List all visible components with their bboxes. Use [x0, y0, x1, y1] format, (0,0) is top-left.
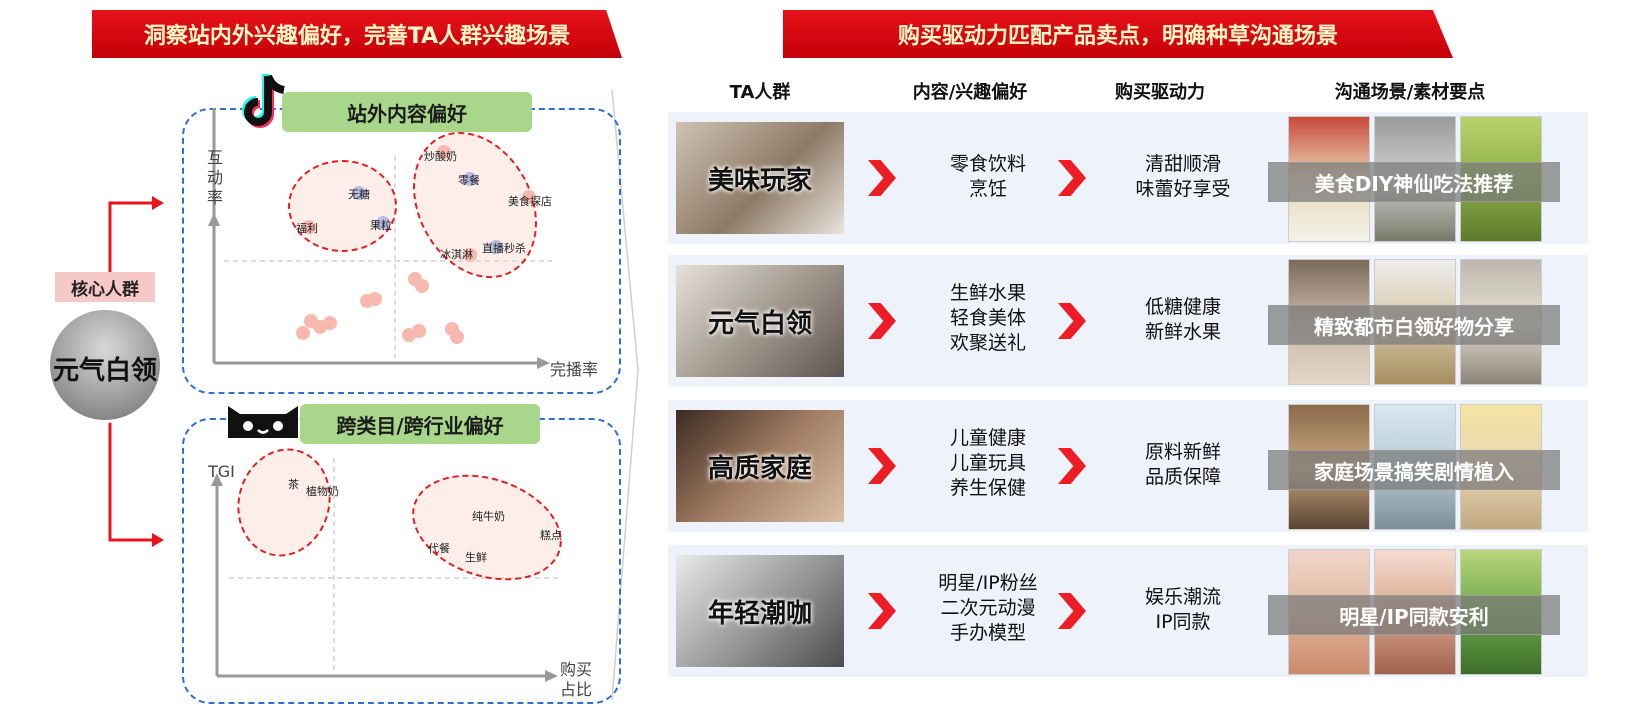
top-point	[450, 330, 464, 344]
persona-label: 高质家庭	[707, 453, 812, 484]
top-x-axis-label: 完播率	[550, 360, 599, 379]
bottom-point-label: 生鲜	[465, 551, 487, 564]
core-group-tag: 核心人群	[55, 272, 155, 302]
top-point	[376, 216, 390, 230]
left-banner: 洞察站内外兴趣偏好，完善TA人群兴趣场景	[92, 10, 622, 58]
scene-shots: 精致都市白领好物分享	[1268, 259, 1560, 385]
top-point-label: 福利	[296, 222, 318, 235]
bottom-y-axis-label: TGI	[208, 462, 235, 481]
driver-text: 低糖健康新鲜水果	[1144, 296, 1221, 343]
top-cluster-left	[288, 160, 397, 252]
bottom-point-label: 茶	[288, 478, 299, 491]
table-row: 元气白领 生鲜水果轻食美体欢聚送礼 低糖健康新鲜水果 精致都市白领好物分享	[668, 255, 1588, 387]
header-drivers: 购买驱动力	[1115, 82, 1205, 103]
table-row: 高质家庭 儿童健康儿童玩具养生保健 原料新鲜品质保障 家庭场景搞笑剧情植入	[668, 400, 1588, 532]
interest-text: 儿童健康儿童玩具养生保健	[949, 427, 1026, 499]
offsite-preference-title: 站外内容偏好	[282, 92, 532, 132]
persona-thumbnail: 元气白领	[676, 265, 844, 377]
scene-caption: 明星/IP同款安利	[1268, 595, 1560, 635]
top-point	[437, 145, 451, 159]
driver-text: 清甜顺滑味蕾好享受	[1135, 153, 1231, 200]
top-point-label: 美食探店	[508, 195, 552, 208]
persona-label: 年轻潮咖	[707, 598, 812, 629]
persona-label: 美味玩家	[707, 165, 812, 196]
top-point-label: 冰淇淋	[440, 248, 473, 261]
interest-text: 明星/IP粉丝二次元动漫手办模型	[938, 572, 1038, 644]
bottom-scatter-axes	[211, 458, 560, 682]
core-persona-label: 元气白领	[52, 356, 157, 386]
scene-caption: 家庭场景搞笑剧情植入	[1268, 450, 1560, 490]
scene-caption: 精致都市白领好物分享	[1268, 305, 1560, 345]
bottom-point-label: 纯牛奶	[472, 510, 505, 523]
top-point-label: 直播秒杀	[482, 242, 526, 255]
chevron-right-icon	[868, 448, 896, 484]
top-point	[412, 324, 426, 338]
driver-text: 原料新鲜品质保障	[1144, 441, 1221, 488]
top-y-axis-label: 互动率	[207, 148, 224, 207]
bottom-point-label: 植物奶	[306, 485, 339, 498]
interest-text: 生鲜水果轻食美体欢聚送礼	[949, 282, 1026, 354]
scene-shots: 美食DIY神仙吃法推荐	[1268, 116, 1560, 242]
scene-shots: 家庭场景搞笑剧情植入	[1268, 404, 1560, 530]
bottom-point-label: 糕点	[540, 529, 562, 542]
scene-caption: 美食DIY神仙吃法推荐	[1268, 162, 1560, 202]
persona-thumbnail: 高质家庭	[676, 410, 844, 522]
top-point	[296, 326, 310, 340]
top-point	[463, 248, 477, 262]
bottom-x-axis-label: 购买占比	[560, 660, 593, 699]
top-point	[368, 292, 382, 306]
table-row: 美味玩家 零食饮料烹饪 清甜顺滑味蕾好享受 美食DIY神仙吃法推荐	[668, 112, 1588, 244]
top-point	[415, 279, 429, 293]
right-banner: 购买驱动力匹配产品卖点，明确种草沟通场景	[783, 10, 1453, 58]
top-point-label: 炒酸奶	[424, 150, 457, 163]
top-point	[522, 190, 536, 204]
chevron-right-icon	[868, 593, 896, 629]
header-scene: 沟通场景/素材要点	[1334, 82, 1486, 103]
top-point	[489, 240, 503, 254]
top-scatter-axes	[208, 108, 552, 369]
cross-category-preference-title: 跨类目/跨行业偏好	[300, 404, 540, 444]
top-point	[463, 172, 477, 186]
top-point	[302, 220, 316, 234]
top-point-label: 零餐	[458, 174, 480, 187]
top-point-label: 果粒	[370, 219, 392, 232]
chevron-right-icon	[868, 160, 896, 196]
top-point	[352, 186, 366, 200]
interest-text: 零食饮料烹饪	[949, 153, 1026, 200]
top-point	[323, 316, 337, 330]
persona-thumbnail: 年轻潮咖	[676, 555, 844, 667]
bottom-point-label: 代餐	[428, 542, 450, 555]
persona-label: 元气白领	[707, 308, 812, 339]
tmall-cat-logo-icon	[224, 402, 302, 442]
header-ta-group: TA人群	[729, 82, 791, 103]
header-interests: 内容/兴趣偏好	[912, 82, 1028, 103]
persona-avatar	[50, 310, 160, 420]
chevron-right-icon	[868, 303, 896, 339]
persona-thumbnail: 美味玩家	[676, 122, 844, 234]
top-point-label: 无糖	[348, 188, 370, 201]
scene-shots: 明星/IP同款安利	[1268, 549, 1560, 675]
tiktok-logo-icon	[238, 72, 296, 134]
